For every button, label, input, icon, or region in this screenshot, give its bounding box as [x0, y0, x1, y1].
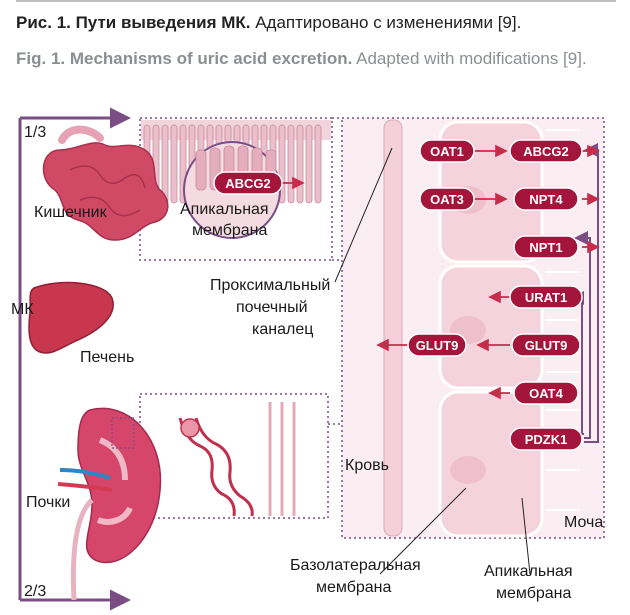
- pill-glut9-left: GLUT9: [408, 334, 466, 356]
- svg-text:ABCG2: ABCG2: [225, 176, 271, 191]
- apical-label-1: Апикальная: [484, 563, 573, 580]
- svg-text:NPT4: NPT4: [529, 192, 563, 207]
- pill-pdzk1: PDZK1: [510, 428, 582, 450]
- kidneys-label: Почки: [26, 494, 70, 511]
- pill-abcg2-inset: ABCG2: [214, 172, 282, 194]
- proximal-tubule-panel: [342, 118, 604, 538]
- kidney-organ: [58, 408, 160, 600]
- pill-oat3: OAT3: [420, 188, 474, 210]
- fraction-bottom: 2/3: [24, 583, 46, 600]
- pill-urat1: URAT1: [510, 286, 582, 308]
- basolateral-label-2: мембрана: [316, 579, 392, 596]
- mk-label: МК: [11, 301, 34, 318]
- pill-oat1: OAT1: [420, 140, 474, 162]
- basolateral-label-1: Базолатеральная: [290, 557, 421, 574]
- svg-text:PDZK1: PDZK1: [525, 432, 568, 447]
- svg-text:GLUT9: GLUT9: [416, 338, 459, 353]
- tubule-label-3: каналец: [252, 321, 313, 338]
- svg-text:OAT4: OAT4: [529, 386, 563, 401]
- urine-label: Моча: [564, 514, 603, 531]
- kidney-inset: [140, 394, 328, 518]
- svg-text:NPT1: NPT1: [529, 240, 562, 255]
- inset-apical-label-2: мембрана: [192, 222, 268, 239]
- pill-oat4: OAT4: [514, 382, 578, 404]
- pill-npt1: NPT1: [514, 236, 578, 258]
- liver-label: Печень: [80, 349, 134, 366]
- blood-label: Кровь: [345, 457, 389, 474]
- svg-text:OAT1: OAT1: [430, 144, 464, 159]
- tubule-label-2: почечный: [236, 299, 308, 316]
- svg-text:GLUT9: GLUT9: [525, 338, 568, 353]
- pill-abcg2: ABCG2: [510, 140, 582, 162]
- pill-npt4: NPT4: [514, 188, 578, 210]
- svg-text:URAT1: URAT1: [525, 290, 567, 305]
- tubule-label-1: Проксимальный: [210, 277, 330, 294]
- svg-text:OAT3: OAT3: [430, 192, 464, 207]
- fraction-top: 1/3: [24, 124, 46, 141]
- svg-text:ABCG2: ABCG2: [523, 144, 569, 159]
- intestine-label: Кишечник: [34, 204, 108, 221]
- pill-glut9-right: GLUT9: [512, 334, 580, 356]
- liver-organ: [29, 283, 113, 353]
- inset-apical-label-1: Апикальная: [180, 201, 269, 218]
- apical-label-2: мембрана: [496, 585, 572, 602]
